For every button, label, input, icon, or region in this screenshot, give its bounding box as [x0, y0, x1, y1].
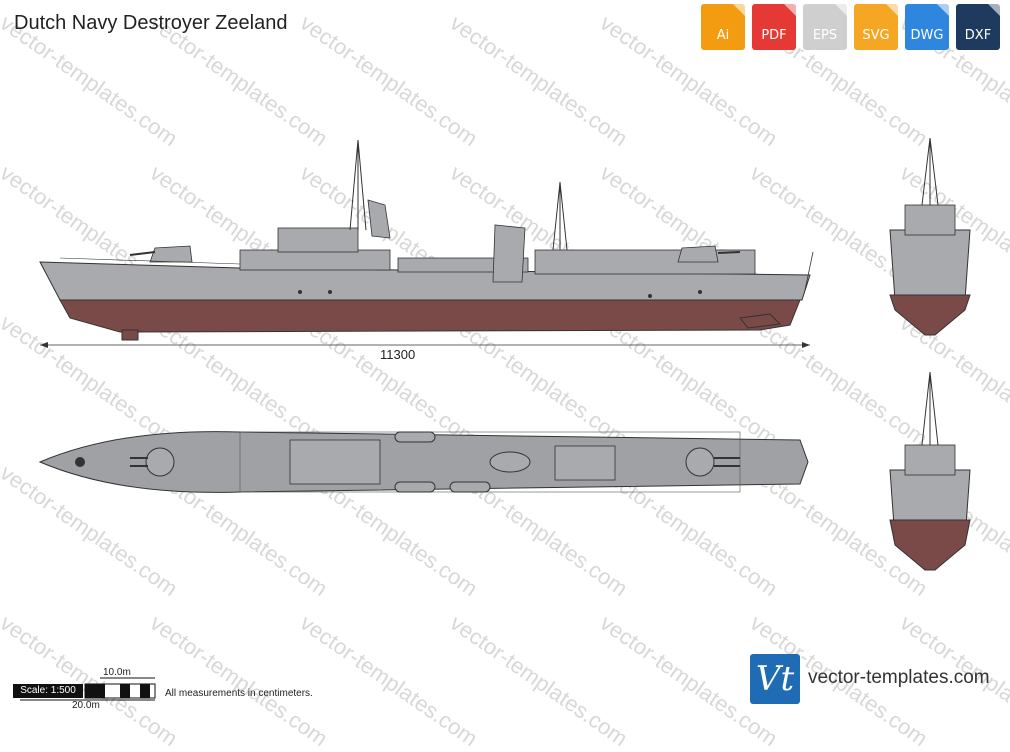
- dwg-format-icon[interactable]: DWG: [905, 4, 949, 50]
- scale-top-mark: 10.0m: [103, 667, 131, 678]
- side-profile-view: [39, 139, 814, 341]
- length-dimension-line: [40, 342, 810, 348]
- scale-bottom-mark: 20.0m: [72, 700, 100, 711]
- length-dimension-label: 11300: [380, 347, 416, 362]
- scale-bar: [20, 677, 156, 701]
- download-formats: Ai PDF EPS SVG DWG DXF: [701, 4, 1000, 50]
- svg-format-label: SVG: [862, 28, 890, 43]
- dxf-format-label: DXF: [964, 28, 992, 43]
- eps-format-icon[interactable]: EPS: [803, 4, 847, 50]
- scale-label: Scale: 1:500: [13, 684, 83, 698]
- ai-format-icon[interactable]: Ai: [701, 4, 745, 50]
- rear-view: [889, 371, 971, 571]
- pdf-format-icon[interactable]: PDF: [752, 4, 796, 50]
- page-title: Dutch Navy Destroyer Zeeland: [14, 12, 288, 34]
- dxf-format-icon[interactable]: DXF: [956, 4, 1000, 50]
- pdf-format-label: PDF: [761, 28, 787, 43]
- site-name[interactable]: vector-templates.com: [808, 667, 990, 688]
- front-view: [889, 137, 971, 336]
- ship-drawing: [20, 137, 971, 701]
- eps-format-label: EPS: [812, 28, 838, 43]
- top-view: [38, 431, 809, 493]
- svg-format-icon[interactable]: SVG: [854, 4, 898, 50]
- dwg-format-label: DWG: [910, 28, 944, 43]
- ai-format-label: Ai: [716, 28, 730, 43]
- measurement-note: All measurements in centimeters.: [165, 688, 313, 699]
- vector-templates-logo[interactable]: Vt: [750, 654, 800, 704]
